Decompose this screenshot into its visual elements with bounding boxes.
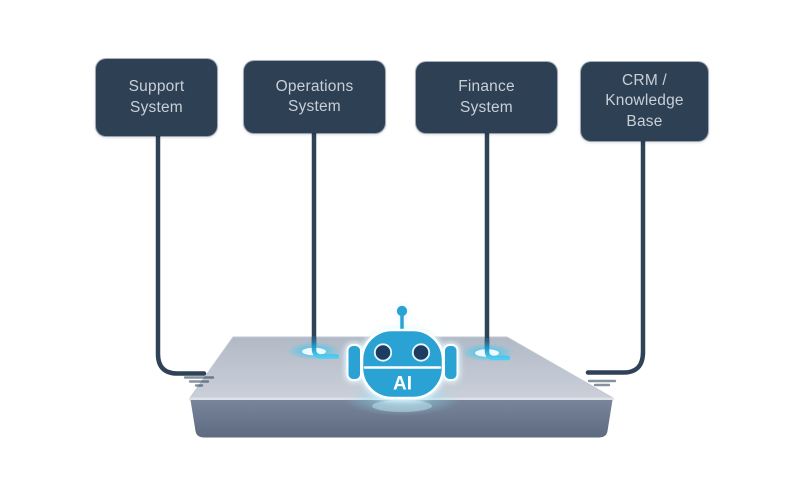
robot-ear-left bbox=[346, 344, 362, 381]
ai-robot-icon: AI bbox=[346, 305, 459, 400]
system-box-crm-label: CRM / Knowledge Base bbox=[605, 71, 684, 130]
robot-eye-left bbox=[373, 343, 393, 362]
system-box-crm: CRM / Knowledge Base bbox=[581, 62, 708, 141]
system-box-support-label: Support System bbox=[128, 78, 185, 116]
robot-reflection bbox=[372, 400, 432, 412]
ai-label: AI bbox=[393, 374, 412, 395]
robot-antenna-ball bbox=[396, 305, 408, 317]
system-box-operations: Operations System bbox=[244, 61, 385, 133]
system-box-finance: Finance System bbox=[416, 62, 557, 133]
system-box-finance-label: Finance System bbox=[458, 78, 515, 116]
connector-support bbox=[155, 131, 207, 376]
system-box-support: Support System bbox=[96, 59, 217, 136]
hook-finance bbox=[484, 337, 511, 361]
connector-shadow-marks bbox=[183, 376, 617, 387]
robot-eye-right bbox=[411, 343, 431, 362]
hook-operations bbox=[311, 335, 340, 359]
system-box-operations-label: Operations System bbox=[275, 77, 354, 115]
robot-ear-right bbox=[443, 344, 459, 381]
platform-front-face bbox=[190, 400, 613, 438]
connection-glows bbox=[287, 335, 514, 362]
connector-crm bbox=[585, 137, 646, 375]
